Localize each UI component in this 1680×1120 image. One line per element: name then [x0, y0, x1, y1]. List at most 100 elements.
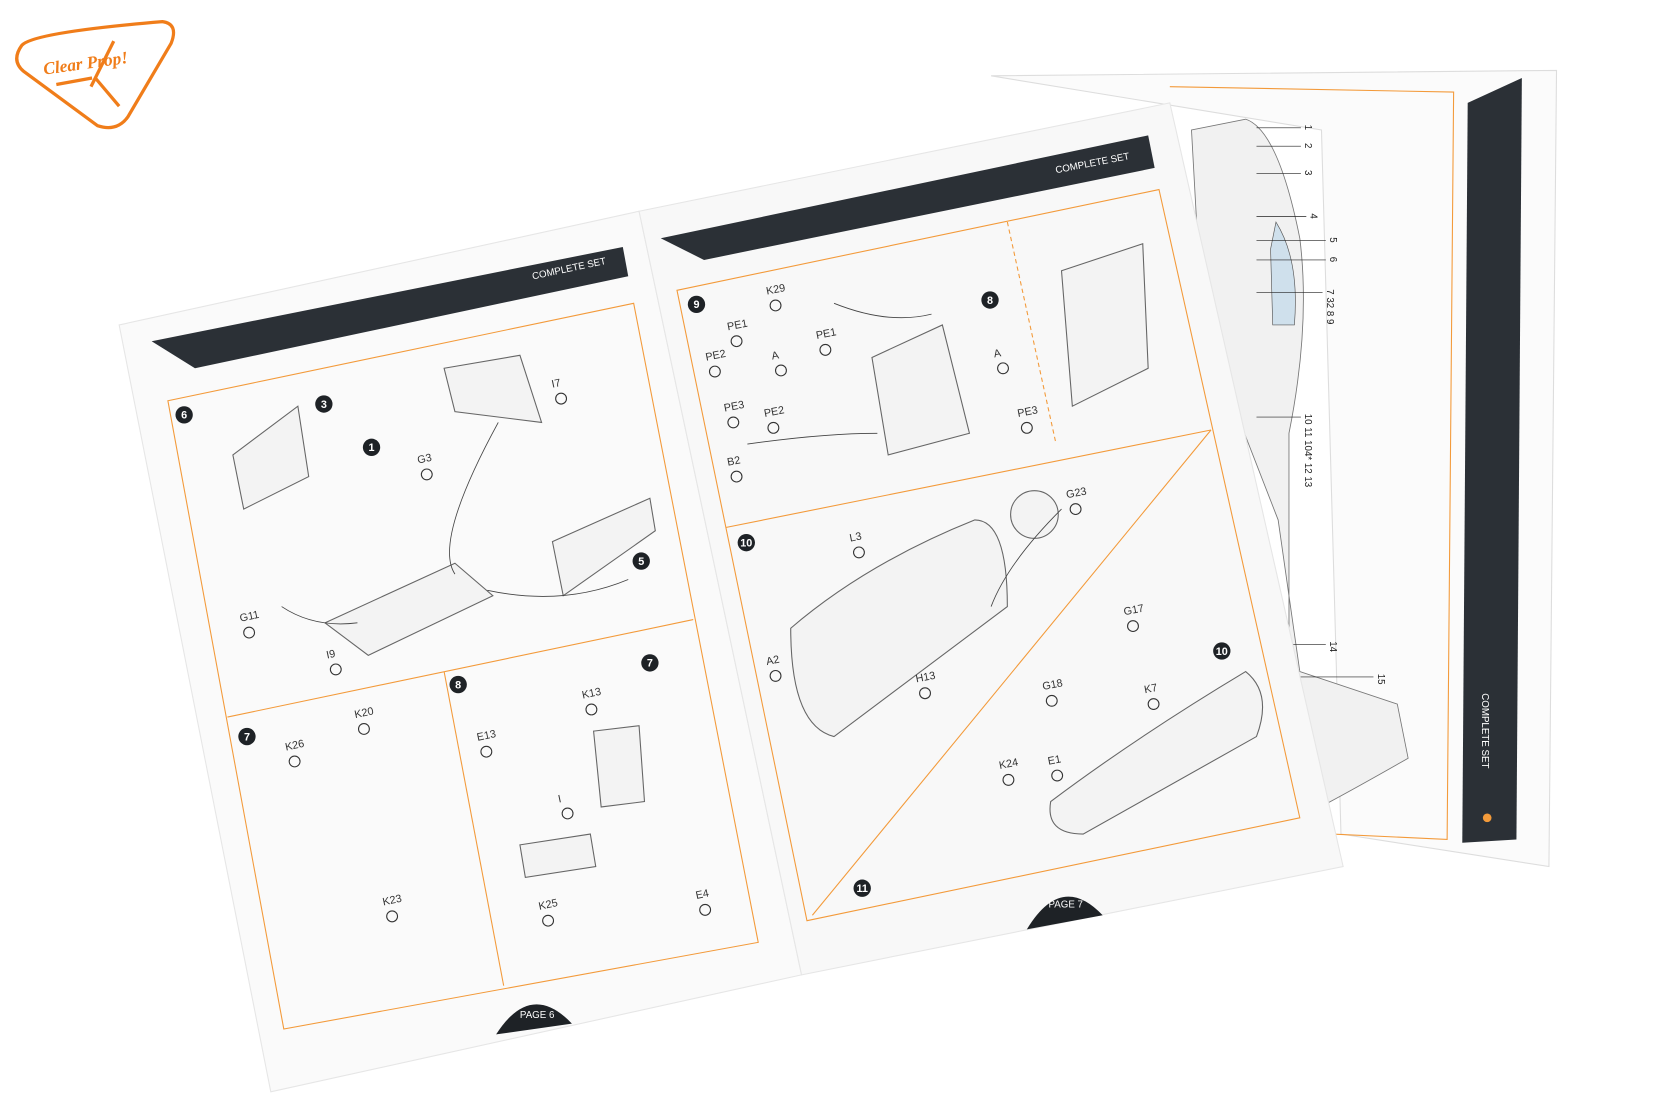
svg-text:11: 11 — [856, 883, 867, 895]
step-number: 1 — [362, 438, 381, 457]
svg-text:8: 8 — [987, 295, 993, 307]
clear-prop-logo: Clear Prop! — [15, 20, 176, 130]
part-marker-icon — [420, 468, 433, 481]
part-label: K24 — [998, 757, 1019, 772]
part-label: H13 — [915, 670, 937, 686]
step-number: 3 — [315, 395, 333, 413]
part-label: K25 — [538, 897, 559, 913]
part-label: PE2 — [705, 348, 727, 364]
part-label: E1 — [1047, 753, 1062, 767]
svg-text:6: 6 — [181, 410, 187, 422]
part-label: L3 — [849, 530, 863, 544]
part-marker-icon — [561, 807, 574, 820]
part-label: I7 — [551, 377, 562, 391]
part-label: G3 — [416, 452, 433, 467]
right-page: COMPLETE SET PAGE 7 — [638, 102, 1344, 976]
dark-side-stripe — [1462, 77, 1522, 843]
part-label: E13 — [476, 728, 497, 744]
part-label: PE2 — [763, 404, 785, 420]
step-number: 8 — [981, 291, 999, 309]
part-label: A2 — [765, 654, 780, 668]
part-marker-icon — [480, 745, 493, 758]
part-marker-icon — [288, 755, 301, 768]
callout-number: 6 — [1327, 257, 1338, 262]
part-marker-icon — [769, 299, 782, 312]
step-number: 7 — [238, 727, 256, 746]
part-marker-icon — [329, 663, 342, 676]
part-marker-icon — [1147, 698, 1160, 711]
step-number: 8 — [449, 675, 467, 694]
part-marker-icon — [585, 703, 598, 716]
part-label: K7 — [1143, 682, 1158, 696]
aircraft-side-view — [1191, 118, 1409, 824]
part-marker-icon — [819, 343, 832, 356]
part-label: A — [771, 349, 781, 362]
part-label: A — [993, 347, 1003, 360]
part-marker-icon — [727, 416, 740, 429]
callout-number: 10 11 104* 12 13 — [1302, 414, 1313, 487]
part-label: K13 — [581, 686, 602, 702]
part-label: E4 — [695, 887, 710, 901]
left-page-tab — [496, 1004, 572, 1035]
part-marker-icon — [357, 723, 370, 735]
part-marker-icon — [997, 362, 1009, 375]
part-marker-icon — [767, 421, 780, 434]
svg-text:1: 1 — [369, 442, 375, 454]
part-marker-icon — [1127, 620, 1139, 633]
part-label: G17 — [1123, 603, 1145, 619]
right-page-number: PAGE 7 — [1049, 900, 1083, 911]
step-number: 9 — [687, 295, 706, 314]
part-marker-icon — [852, 546, 865, 559]
part-marker-icon — [1002, 773, 1015, 786]
step-number: 6 — [175, 406, 193, 424]
svg-text:10: 10 — [1216, 646, 1228, 658]
step-number: 5 — [632, 552, 650, 570]
part-label: I9 — [325, 648, 336, 662]
part-marker-icon — [1045, 694, 1058, 707]
part-label: K20 — [353, 705, 374, 721]
svg-text:7: 7 — [244, 731, 250, 743]
callout-number: 14 — [1327, 641, 1338, 652]
logo-text: Clear Prop! — [42, 48, 129, 79]
left-page-number: PAGE 6 — [520, 1010, 554, 1021]
back-sheet: COMPLETE SET 1 2 3 4 5 6 7 32 8 9 10 11 104* 12… — [991, 69, 1558, 868]
part-label: B2 — [726, 454, 741, 468]
right-header-bar — [660, 135, 1155, 260]
part-label: G11 — [239, 609, 261, 625]
part-marker-icon — [1051, 769, 1064, 782]
svg-text:8: 8 — [455, 679, 461, 691]
part-marker-icon — [243, 626, 256, 639]
part-label: K29 — [765, 282, 786, 297]
callout-number: 1 — [1302, 125, 1313, 130]
part-label: G23 — [1065, 486, 1087, 502]
part-label: PE3 — [723, 399, 745, 415]
svg-text:3: 3 — [321, 399, 327, 411]
callout-number: 15 — [1375, 674, 1386, 685]
part-marker-icon — [1020, 421, 1033, 434]
left-header-bar — [151, 246, 629, 369]
svg-text:10: 10 — [740, 537, 752, 549]
part-marker-icon — [730, 470, 743, 483]
svg-text:9: 9 — [693, 299, 699, 311]
right-page-tab — [1026, 896, 1103, 930]
step-number: 10 — [1213, 642, 1231, 660]
callout-number: 2 — [1302, 143, 1313, 148]
svg-text:7: 7 — [647, 658, 653, 670]
part-marker-icon — [775, 364, 787, 377]
callout-number: 7 32 8 9 — [1324, 289, 1335, 324]
step-number: 11 — [853, 879, 871, 897]
part-marker-icon — [730, 335, 743, 348]
part-label: K23 — [382, 893, 403, 909]
part-marker-icon — [386, 910, 399, 923]
back-sheet-side-label: COMPLETE SET — [1479, 693, 1490, 768]
left-page: COMPLETE SET PAGE 6 — [118, 210, 803, 1093]
part-marker-icon — [919, 687, 931, 700]
callout-number: 3 — [1302, 170, 1313, 175]
step-number: 7 — [641, 654, 659, 672]
callout-number: 4 — [1308, 213, 1319, 219]
part-label: PE1 — [815, 326, 837, 342]
part-label: K26 — [284, 738, 305, 754]
callout-number: 5 — [1327, 237, 1338, 242]
part-label: I — [557, 793, 562, 805]
